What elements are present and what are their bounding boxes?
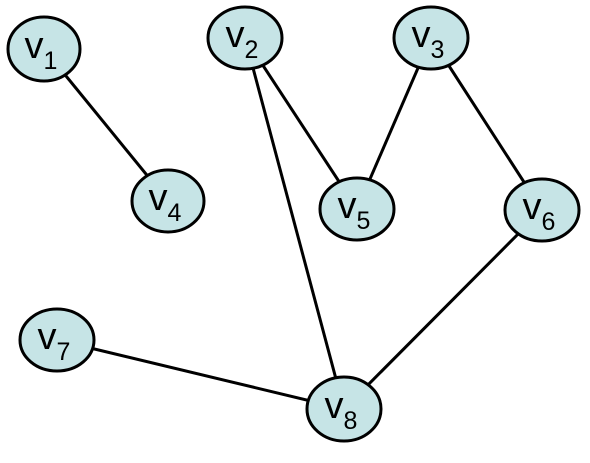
node-shape-v1 (6, 15, 82, 83)
node-label-v6: v6 (523, 186, 556, 236)
edge-v6-v8 (342, 208, 544, 411)
node-label-subscript: 7 (57, 338, 71, 366)
node-v4: v4 (130, 168, 206, 234)
node-v5: v5 (318, 176, 396, 242)
node-label-subscript: 6 (542, 208, 556, 236)
node-label-v5: v5 (338, 185, 371, 235)
node-label-v2: v2 (226, 14, 259, 64)
node-label-base: v (523, 186, 542, 228)
node-v7: v7 (18, 307, 96, 373)
node-label-base: v (226, 14, 245, 56)
node-shape-v3 (392, 5, 470, 71)
node-label-base: v (25, 25, 44, 67)
node-label-v1: v1 (25, 25, 58, 75)
node-v3: v3 (392, 5, 470, 71)
node-label-base: v (325, 385, 344, 427)
node-label-v8: v8 (325, 385, 358, 435)
node-shape-v4 (130, 168, 206, 234)
edge-v2-v8 (243, 37, 346, 410)
node-v6: v6 (503, 177, 581, 243)
node-v1: v1 (6, 15, 82, 83)
edges-layer (42, 37, 544, 411)
node-label-subscript: 4 (168, 199, 182, 227)
node-label-v4: v4 (149, 177, 182, 227)
node-label-v3: v3 (412, 14, 445, 64)
node-label-base: v (338, 185, 357, 227)
node-shape-v7 (18, 307, 96, 373)
node-shape-v2 (206, 5, 284, 71)
node-shape-v6 (503, 177, 581, 243)
node-label-base: v (38, 316, 57, 358)
node-label-base: v (412, 14, 431, 56)
node-label-subscript: 5 (357, 207, 371, 235)
edge-v7-v8 (56, 338, 345, 411)
edge-v3-v6 (429, 37, 544, 211)
node-label-subscript: 8 (344, 407, 358, 435)
node-v8: v8 (305, 375, 383, 443)
node-shape-v8 (305, 375, 383, 443)
node-label-v7: v7 (38, 316, 71, 366)
node-v2: v2 (206, 5, 284, 71)
node-shape-v5 (318, 176, 396, 242)
node-label-subscript: 2 (245, 36, 259, 64)
node-label-subscript: 3 (431, 36, 445, 64)
node-label-subscript: 1 (44, 47, 58, 75)
node-label-base: v (149, 177, 168, 219)
